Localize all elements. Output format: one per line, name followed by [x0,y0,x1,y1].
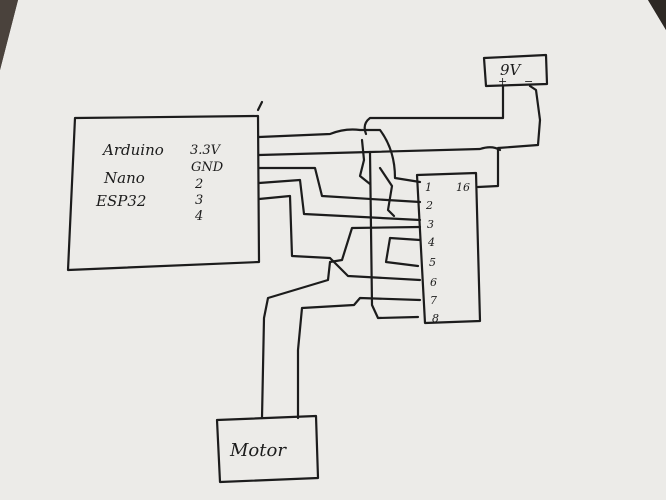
chip-pin-16: 16 [456,181,470,194]
chip-pin-3: 3 [427,218,434,231]
driver-chip: 1 2 3 4 5 6 7 8 16 [415,171,482,325]
battery-voltage-label: 9V [500,61,523,79]
pin-label-2: 2 [194,177,203,192]
wire-crossover-2 [358,138,372,186]
chip-pin-5: 5 [429,256,436,269]
chip-pin-4: 4 [427,236,435,249]
battery: 9V + − [482,53,549,88]
chip-pin-2: 2 [425,199,433,212]
controller-outline [66,114,261,272]
motor-label: Motor [229,440,287,461]
wire-gnd [257,146,502,157]
battery-plus-label: + [498,75,507,88]
wire-crossover-1 [378,166,396,218]
wire-pin-2 [257,166,422,204]
wire-pin-3 [257,178,422,222]
pin-label-3v3: 3.3V [190,143,222,158]
wire-battery-plus [363,84,505,136]
controller-label-line-1: Arduino [101,141,164,159]
controller-board: Arduino Nano ESP32 3.3V GND 2 3 4 [66,100,264,272]
wire-chip-4-5 [384,236,422,268]
wire-pin-4 [257,194,422,282]
motor: Motor [215,414,320,484]
chip-outline [415,171,482,325]
battery-minus-label: − [524,75,533,88]
motor-outline [215,414,320,484]
chip-pin-8: 8 [432,312,439,325]
controller-tick [256,100,264,112]
wire-3v3 [257,128,422,184]
wires [257,84,542,420]
chip-pin-6: 6 [430,276,437,289]
battery-outline [482,53,549,88]
wire-battery-minus [476,84,542,189]
controller-label-line-2: Nano [103,169,145,187]
pin-label-gnd: GND [191,160,224,175]
pin-label-4: 4 [194,209,203,224]
wire-motor-right [296,296,422,420]
paper-corner-shadow [648,0,666,30]
paper-shadow [0,0,18,70]
pin-label-3: 3 [195,193,203,208]
wire-motor-left [260,225,422,420]
chip-pin-7: 7 [430,294,437,307]
chip-pin-1: 1 [425,181,432,194]
controller-label-line-3: ESP32 [95,192,146,210]
